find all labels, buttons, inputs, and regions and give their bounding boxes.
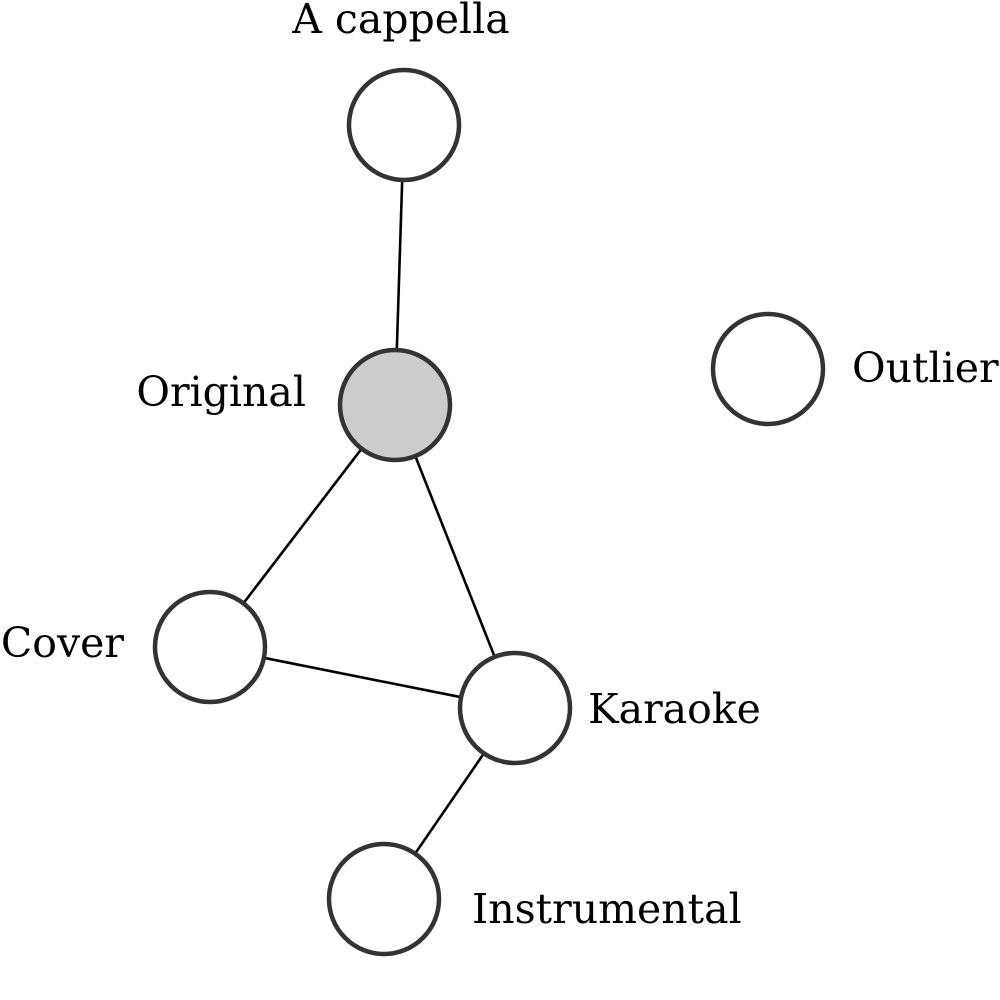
- edge-karaoke-instrumental: [414, 752, 485, 855]
- label-karaoke: Karaoke: [588, 685, 761, 733]
- label-original: Original: [136, 368, 306, 416]
- node-outlier: [710, 311, 826, 427]
- node-original: [337, 347, 453, 463]
- edge-cover-karaoke: [263, 656, 462, 699]
- edge-acappella-original: [395, 179, 404, 351]
- edge-original-karaoke: [414, 455, 496, 658]
- node-acappella: [346, 67, 462, 183]
- edges-layer: [242, 179, 496, 855]
- label-cover: Cover: [1, 619, 124, 667]
- node-karaoke: [457, 650, 573, 766]
- node-cover: [152, 589, 268, 705]
- nodes-layer: [152, 67, 826, 957]
- labels-layer: A cappella Original Outlier Cover Karaok…: [1, 0, 999, 933]
- label-instrumental: Instrumental: [472, 885, 742, 933]
- label-outlier: Outlier: [852, 344, 999, 392]
- edge-original-cover: [242, 447, 363, 605]
- label-acappella: A cappella: [291, 0, 509, 43]
- node-instrumental: [326, 841, 442, 957]
